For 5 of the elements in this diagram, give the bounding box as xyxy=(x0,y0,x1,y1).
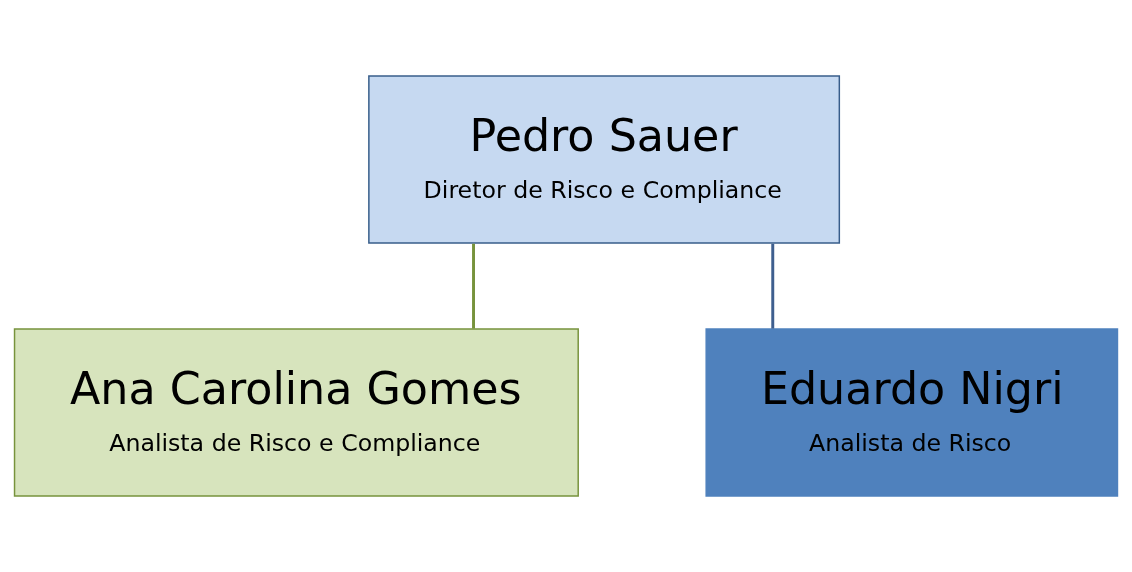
connector xyxy=(472,243,475,329)
node-box: Pedro Sauer Diretor de Risco e Compliance xyxy=(368,75,841,244)
connector xyxy=(771,243,775,329)
node-box: Ana Carolina Gomes Analista de Risco e Compliance xyxy=(13,328,579,497)
node-box: Eduardo Nigri Analista de Risco xyxy=(705,328,1119,497)
